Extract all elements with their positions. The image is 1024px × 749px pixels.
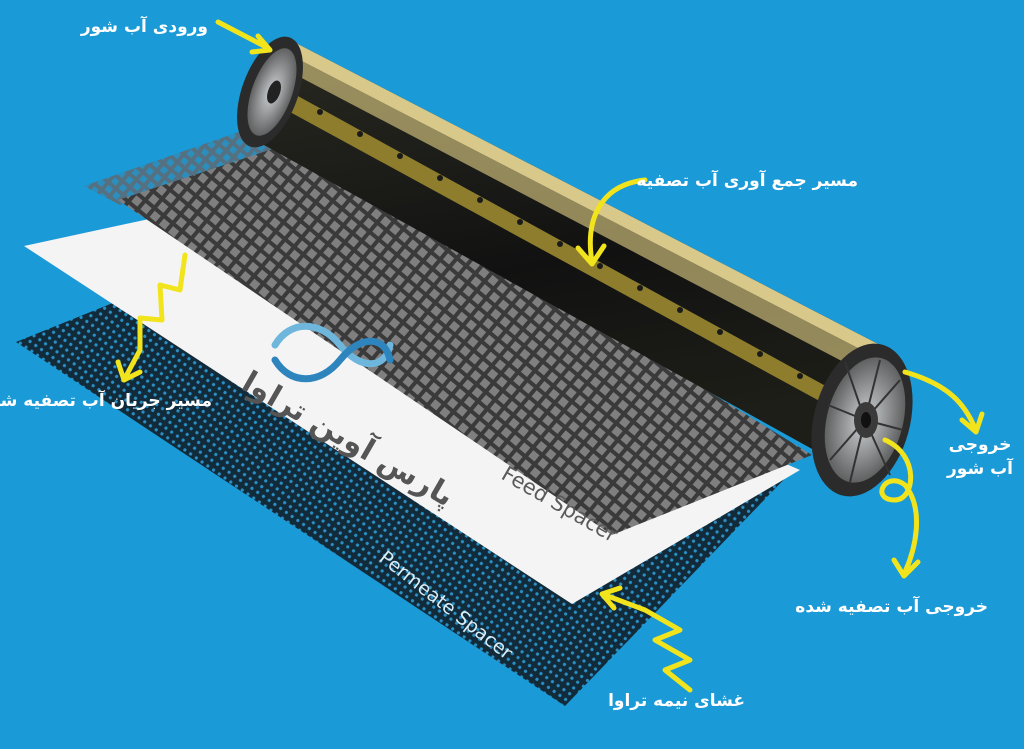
brine-outlet-arrowhead bbox=[959, 411, 985, 435]
membrane-squiggle-arrow bbox=[602, 592, 693, 693]
permeate-outlet-label: خروجی آب تصفیه شده bbox=[795, 595, 988, 617]
brine-inlet-label: ورودی آب شور bbox=[80, 15, 208, 37]
inlet-end-cap bbox=[237, 36, 303, 148]
feed-spacer-sheet bbox=[118, 140, 812, 535]
brine-outlet-label-line2: آب شور bbox=[946, 457, 1014, 479]
membrane-arrowhead bbox=[599, 585, 623, 611]
permeate-outlet-arrowhead bbox=[891, 557, 921, 579]
brine-inlet-arrow bbox=[215, 19, 271, 51]
outlet-end-cap bbox=[811, 343, 913, 497]
brine-outlet-arrow bbox=[902, 369, 978, 431]
permeate-flow-path-label: مسیر جریان آب تصفیه شده bbox=[0, 389, 212, 411]
brine-inlet-arrowhead bbox=[249, 33, 273, 55]
permeate-spacer-sheet bbox=[16, 288, 795, 706]
collection-path-arrowhead bbox=[575, 243, 607, 267]
semi-permeable-membrane-label: غشای نیمه تراوا bbox=[608, 691, 745, 711]
permeate-flow-arrowhead bbox=[115, 359, 143, 383]
infinity-wave-logo-icon bbox=[271, 322, 394, 383]
brine-outlet-label-line1: خروجی bbox=[949, 435, 1012, 455]
permeate-flow-squiggle-arrow bbox=[122, 252, 188, 381]
permeate-collection-path-label: مسیر جمع آوری آب تصفیه bbox=[636, 169, 858, 191]
membrane-roll bbox=[255, 40, 885, 470]
tube-holes bbox=[317, 109, 803, 379]
permeate-collection-tube bbox=[290, 95, 842, 410]
collection-path-arrow bbox=[587, 177, 648, 265]
permeate-outlet-arrow bbox=[879, 437, 920, 575]
